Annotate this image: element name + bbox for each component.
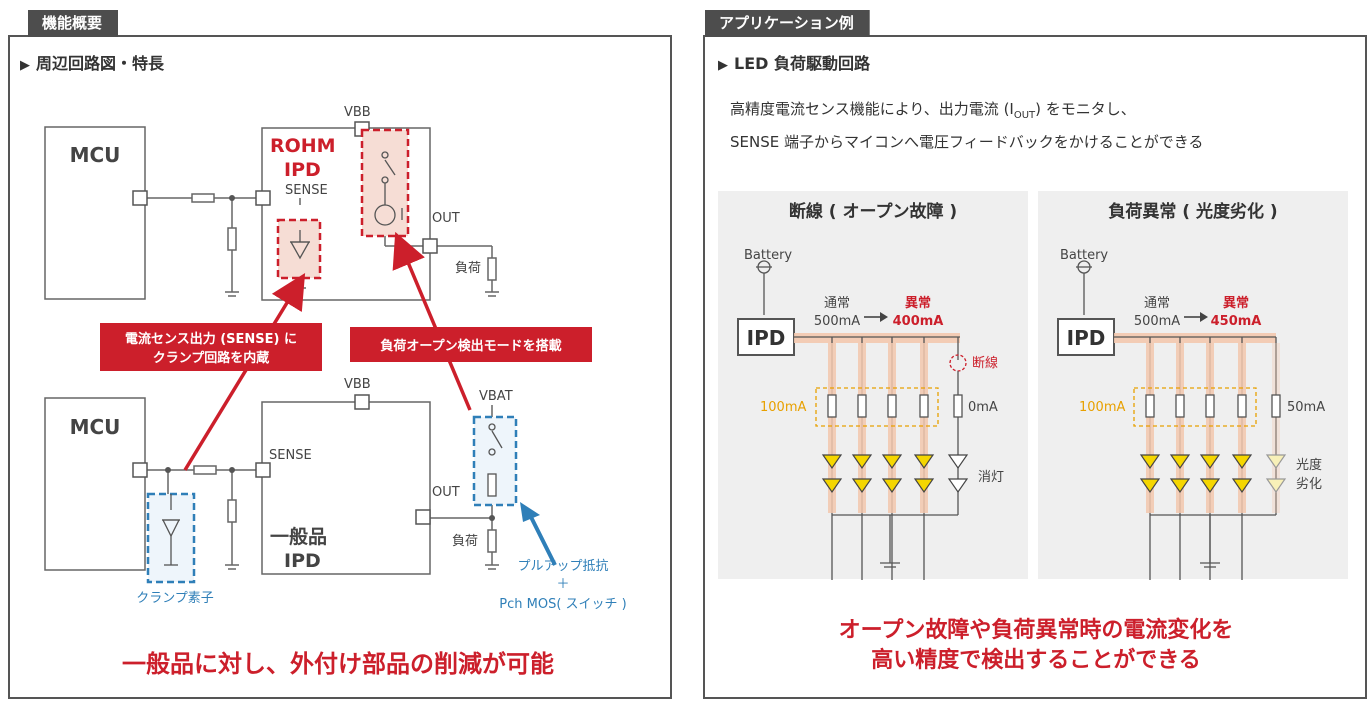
triangle-icon: ▶ (20, 58, 30, 73)
callout-open-detect: 負荷オープン検出モードを搭載 (380, 338, 561, 354)
box2-status-2: 劣化 (1296, 477, 1322, 492)
box1-fault: 断線 (972, 355, 998, 371)
right-subtitle-text: LED 負荷駆動回路 (734, 54, 870, 73)
callout-sense-line1: 電流センス出力 (SENSE) に (125, 331, 297, 347)
pullup-label-2: Pch MOS( スイッチ ) (499, 597, 626, 612)
desc-line-1: 高精度電流センス機能により、出力電流 (IOUT) をモニタし、 (730, 100, 1136, 121)
right-conclusion-1: オープン故障や負荷異常時の電流変化を (839, 617, 1234, 643)
box2-normal-val: 500mA (1134, 314, 1180, 329)
peripheral-circuit-diagram: MCU ROHM IPD VBB SENSE OUT 負荷 電流センス出力 (S… (44, 105, 627, 678)
vbat-label: VBAT (479, 389, 513, 404)
out-top-label: OUT (432, 211, 460, 226)
box1-normal-val: 500mA (814, 314, 860, 329)
box2-normal: 通常 (1144, 296, 1170, 311)
box2-title: 負荷異常 ( 光度劣化 ) (1108, 201, 1277, 222)
box2-status-1: 光度 (1296, 457, 1322, 473)
general-ipd-label-1: 一般品 (270, 525, 327, 548)
box1-abnormal: 異常 (905, 295, 931, 311)
box2-battery: Battery (1060, 248, 1108, 263)
left-conclusion: 一般品に対し、外付け部品の削減が可能 (122, 650, 554, 678)
vbb-bottom-label: VBB (344, 377, 371, 392)
callout-sense-line2: クランプ回路を内蔵 (153, 350, 270, 366)
led-application-diagram: 断線 ( オープン故障 ) Battery IPD 通常 500mA 異常 40… (718, 191, 1348, 673)
clamp-element-label: クランプ素子 (136, 591, 214, 606)
general-ipd-label-2: IPD (284, 550, 321, 572)
box2-ipd: IPD (1067, 326, 1106, 350)
right-subtitle: ▶ LED 負荷駆動回路 (718, 50, 870, 74)
box1-last-val: 0mA (968, 400, 998, 415)
load-top-label: 負荷 (455, 261, 481, 276)
triangle-icon: ▶ (718, 58, 728, 73)
box1-title: 断線 ( オープン故障 ) (789, 201, 957, 222)
box2-per-led: 100mA (1079, 400, 1125, 415)
left-subtitle: ▶ 周辺回路図・特長 (20, 50, 164, 74)
out-bottom-label: OUT (432, 485, 460, 500)
top-mcu-label: MCU (70, 143, 121, 167)
right-conclusion-2: 高い精度で検出することができる (871, 647, 1201, 673)
box1-ipd: IPD (747, 326, 786, 350)
box1-normal: 通常 (824, 296, 850, 311)
sense-bottom-label: SENSE (269, 448, 312, 463)
pullup-plus: ＋ (556, 577, 569, 592)
desc-line-2: SENSE 端子からマイコンへ電圧フィードバックをかけることができる (730, 133, 1204, 151)
vbb-top-label: VBB (344, 105, 371, 120)
box1-per-led: 100mA (760, 400, 806, 415)
box2-abnormal: 異常 (1223, 295, 1249, 311)
box1-abnormal-val: 400mA (893, 314, 944, 329)
right-description: 高精度電流センス機能により、出力電流 (IOUT) をモニタし、 SENSE 端… (730, 96, 1203, 156)
pullup-label-1: プルアップ抵抗 (517, 559, 608, 574)
rohm-label-1: ROHM (270, 135, 336, 157)
box2-last-val: 50mA (1287, 400, 1325, 415)
right-tab: アプリケーション例 (705, 10, 870, 37)
box1-battery: Battery (744, 248, 792, 263)
bottom-mcu-label: MCU (70, 415, 121, 439)
left-tab: 機能概要 (28, 10, 119, 37)
sense-top-label: SENSE (285, 183, 328, 198)
rohm-label-2: IPD (284, 159, 321, 181)
box2-abnormal-val: 450mA (1211, 314, 1262, 329)
box1-status: 消灯 (978, 470, 1004, 485)
load-bottom-label: 負荷 (452, 534, 478, 549)
left-subtitle-text: 周辺回路図・特長 (36, 54, 165, 73)
